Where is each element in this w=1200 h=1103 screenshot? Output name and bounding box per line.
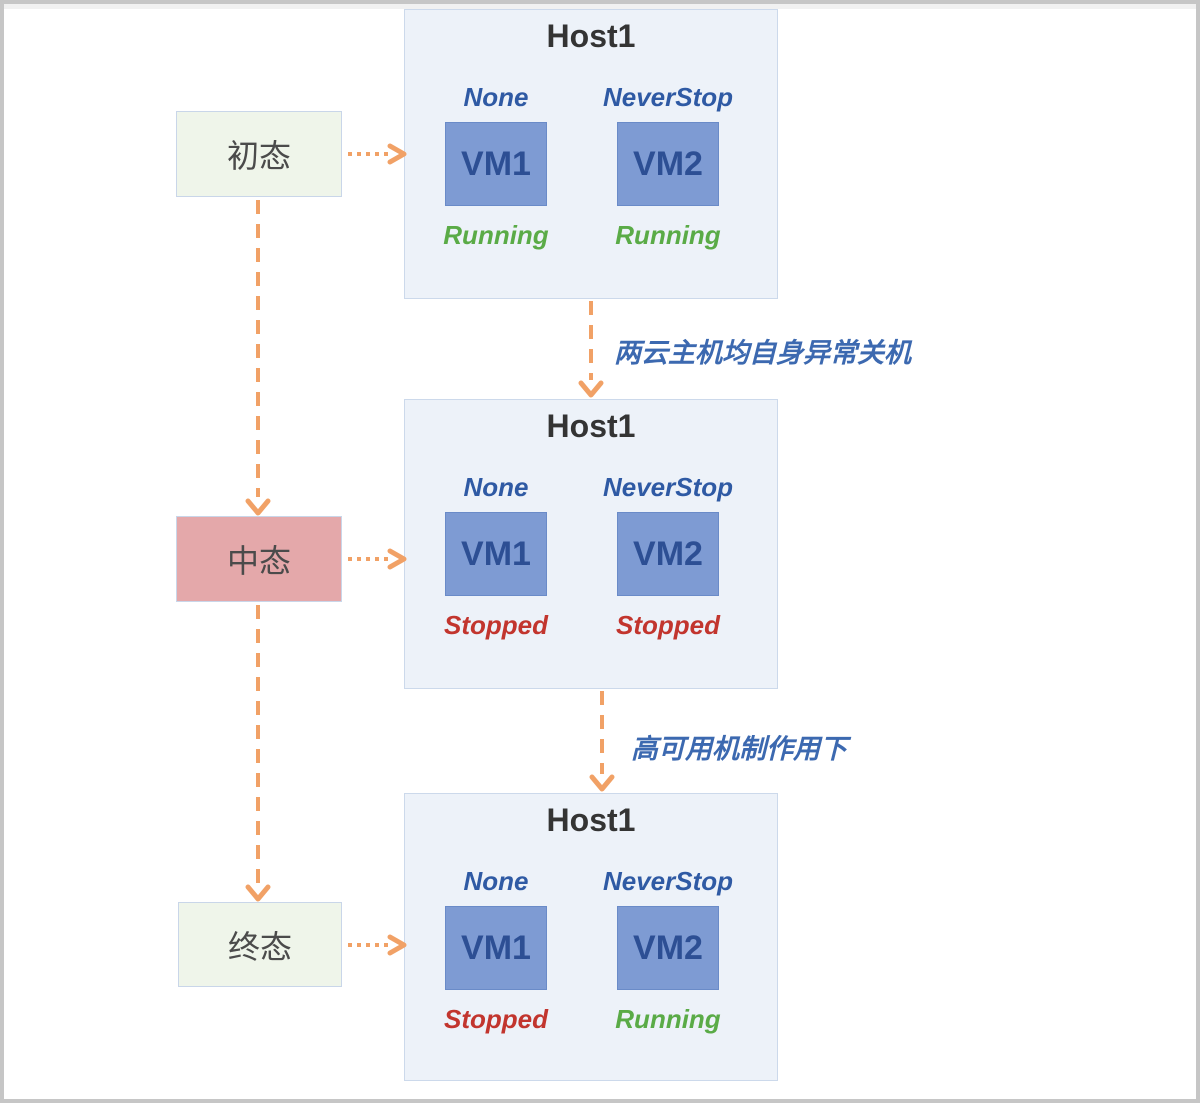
dotted-arrow-right-icon bbox=[348, 934, 407, 956]
vm-column-vm2: NeverStop VM2 Running bbox=[598, 865, 738, 1035]
host-card-initial: Host1 None VM1 Running NeverStop VM2 Run… bbox=[404, 9, 778, 299]
vm-status-label: Running bbox=[443, 220, 549, 250]
dotted-arrow-right-icon bbox=[348, 143, 407, 165]
dotted-arrow-right-icon bbox=[348, 548, 407, 570]
vm-box-vm1: VM1 bbox=[445, 906, 547, 990]
vm-name: VM2 bbox=[633, 928, 703, 967]
vm-name: VM1 bbox=[461, 534, 531, 573]
frame-top-strip bbox=[4, 4, 1196, 9]
state-box-middle: 中态 bbox=[176, 516, 342, 602]
state-label-initial: 初态 bbox=[226, 138, 291, 174]
vm-policy-label: None bbox=[463, 865, 529, 896]
vm-policy-label: None bbox=[463, 81, 529, 112]
vm-status-label: Running bbox=[615, 1004, 721, 1034]
vm-column-vm1: None VM1 Stopped bbox=[426, 865, 566, 1035]
vm-policy-label: None bbox=[463, 471, 529, 502]
vm-box-vm2: VM2 bbox=[617, 906, 719, 990]
vm-status-label: Stopped bbox=[444, 610, 548, 640]
vm-policy-label: NeverStop bbox=[602, 865, 734, 896]
state-label-middle: 中态 bbox=[226, 543, 291, 579]
vm-status-label: Stopped bbox=[616, 610, 720, 640]
state-box-final: 终态 bbox=[178, 902, 342, 987]
vm-name: VM2 bbox=[633, 144, 703, 183]
vm-row: None VM1 Stopped NeverStop VM2 Stopped bbox=[405, 471, 777, 641]
vm-box-vm1: VM1 bbox=[445, 122, 547, 206]
host-card-final: Host1 None VM1 Stopped NeverStop VM2 Run… bbox=[404, 793, 778, 1081]
dashed-arrow-down-icon bbox=[589, 691, 615, 792]
vm-box-vm1: VM1 bbox=[445, 512, 547, 596]
vm-policy-label: NeverStop bbox=[602, 471, 734, 502]
vm-column-vm1: None VM1 Stopped bbox=[426, 471, 566, 641]
vm-box-vm2: VM2 bbox=[617, 512, 719, 596]
state-label-final: 终态 bbox=[227, 928, 292, 965]
dashed-arrow-down-icon bbox=[578, 301, 604, 398]
vm-policy-label: NeverStop bbox=[602, 81, 734, 112]
host-title: Host1 bbox=[546, 408, 636, 444]
vm-name: VM1 bbox=[461, 144, 531, 183]
vm-row: None VM1 Running NeverStop VM2 Running bbox=[405, 81, 777, 251]
dashed-arrow-down-icon bbox=[245, 605, 271, 902]
vm-box-vm2: VM2 bbox=[617, 122, 719, 206]
vm-name: VM2 bbox=[633, 534, 703, 573]
host-card-middle: Host1 None VM1 Stopped NeverStop VM2 Sto… bbox=[404, 399, 778, 689]
vm-status-label: Stopped bbox=[444, 1004, 548, 1034]
host-title: Host1 bbox=[546, 802, 636, 838]
transition-label-ha-mechanism: 高可用机制作用下 bbox=[631, 734, 847, 764]
state-box-initial: 初态 bbox=[176, 111, 342, 197]
vm-row: None VM1 Stopped NeverStop VM2 Running bbox=[405, 865, 777, 1035]
vm-column-vm2: NeverStop VM2 Stopped bbox=[598, 471, 738, 641]
transition-label-abnormal-shutdown: 两云主机均自身异常关机 bbox=[614, 338, 911, 368]
vm-column-vm2: NeverStop VM2 Running bbox=[598, 81, 738, 251]
host-title: Host1 bbox=[546, 18, 636, 54]
vm-name: VM1 bbox=[461, 928, 531, 967]
vm-status-label: Running bbox=[615, 220, 721, 250]
dashed-arrow-down-icon bbox=[245, 200, 271, 516]
vm-column-vm1: None VM1 Running bbox=[426, 81, 566, 251]
